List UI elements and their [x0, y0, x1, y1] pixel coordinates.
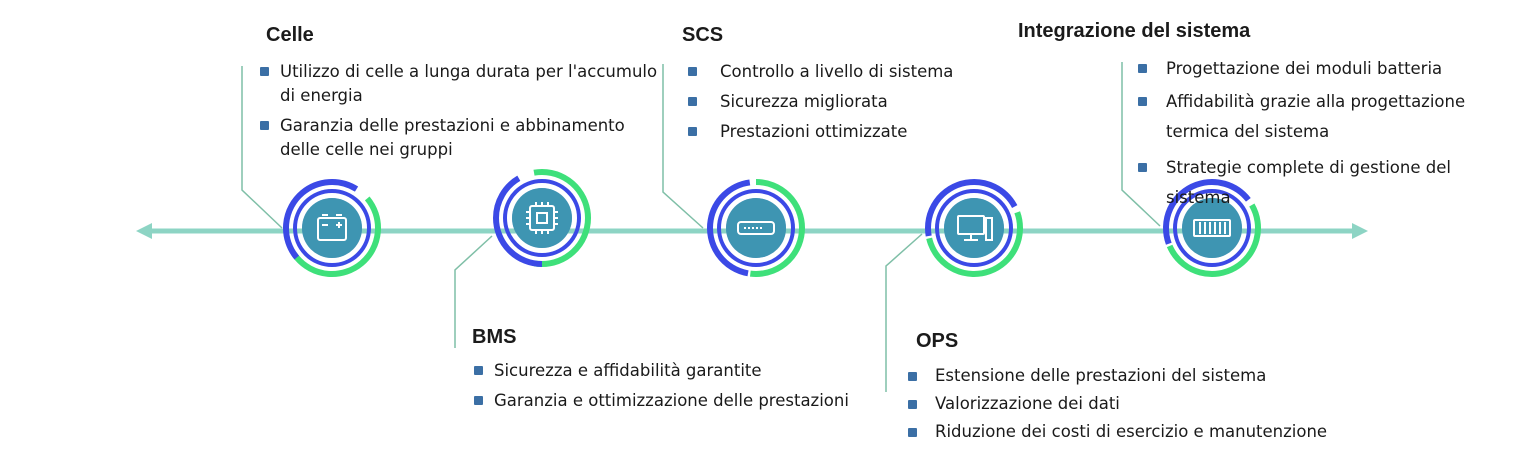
list-item-text: Affidabilità grazie alla progettazione t…: [1166, 92, 1466, 141]
battery-module-icon: [1193, 219, 1231, 237]
bullet-icon: [908, 400, 917, 409]
list-item: Estensione delle prestazioni del sistema: [908, 365, 1376, 387]
stage-title: BMS: [472, 326, 517, 348]
list-item: Affidabilità grazie alla progettazione t…: [1138, 87, 1488, 147]
list-item: Garanzia delle prestazioni e abbinamento…: [260, 114, 660, 162]
list-item-text: Sicurezza migliorata: [720, 92, 888, 111]
list-item: Controllo a livello di sistema: [688, 60, 1012, 84]
timeline-arrow-left: [136, 223, 152, 239]
computer-monitor-icon: [957, 215, 993, 241]
connector-bms: [454, 235, 493, 348]
node-bms: [490, 166, 594, 270]
list-item-text: Estensione delle prestazioni del sistema: [935, 366, 1267, 385]
bullet-icon: [688, 127, 697, 136]
stage-block-ops: OPS Estensione delle prestazioni del sis…: [906, 330, 1376, 443]
list-item-text: Riduzione dei costi di esercizio e manut…: [935, 422, 1328, 441]
bullet-icon: [1138, 64, 1147, 73]
list-item-text: Prestazioni ottimizzate: [720, 122, 908, 141]
list-item: Sicurezza e affidabilità garantite: [474, 359, 890, 383]
bullet-icon: [1138, 97, 1147, 106]
list-item: Prestazioni ottimizzate: [688, 120, 1012, 144]
stage-items: Sicurezza e affidabilità garantite Garan…: [470, 359, 890, 413]
stage-block-scs: SCS Controllo a livello di sistema Sicur…: [682, 24, 1012, 144]
list-item: Valorizzazione dei dati: [908, 393, 1376, 415]
connector-celle: [241, 66, 283, 229]
list-item-text: Progettazione dei moduli batteria: [1166, 59, 1443, 78]
list-item-text: Garanzia delle prestazioni e abbinamento…: [280, 116, 625, 159]
node-ops: [922, 176, 1026, 280]
stage-title: Celle: [266, 24, 314, 46]
list-item: Progettazione dei moduli batteria: [1138, 57, 1488, 81]
bullet-icon: [260, 67, 269, 76]
stage-items: Estensione delle prestazioni del sistema…: [906, 365, 1376, 443]
timeline-arrow-right: [1352, 223, 1368, 239]
bullet-icon: [688, 67, 697, 76]
stage-title: OPS: [916, 330, 959, 352]
stage-block-bms: BMS Sicurezza e affidabilità garantite G…: [470, 326, 890, 413]
battery-cells-icon: [317, 214, 347, 241]
list-item-text: Strategie complete di gestione del siste…: [1166, 158, 1451, 207]
list-item-text: Sicurezza e affidabilità garantite: [494, 361, 762, 380]
chip-icon: [526, 202, 558, 234]
list-item: Riduzione dei costi di esercizio e manut…: [908, 421, 1376, 443]
connector-scs: [662, 64, 704, 229]
list-item: Garanzia e ottimizzazione delle prestazi…: [474, 389, 890, 413]
list-item: Strategie complete di gestione del siste…: [1138, 153, 1488, 213]
stage-title: Integrazione del sistema: [1018, 20, 1251, 42]
stage-items: Progettazione dei moduli batteria Affida…: [1138, 57, 1488, 213]
node-celle: [280, 176, 384, 280]
connector-ops: [885, 233, 923, 392]
list-item-text: Utilizzo di celle a lunga durata per l'a…: [280, 62, 658, 105]
stage-title: SCS: [682, 24, 724, 46]
list-item: Sicurezza migliorata: [688, 90, 1012, 114]
bullet-icon: [474, 396, 483, 405]
bullet-icon: [474, 366, 483, 375]
stage-items: Utilizzo di celle a lunga durata per l'a…: [260, 60, 660, 162]
list-item: Utilizzo di celle a lunga durata per l'a…: [260, 60, 660, 108]
node-integrazione: [1160, 176, 1264, 280]
bullet-icon: [688, 97, 697, 106]
connector-integrazione: [1121, 62, 1161, 227]
stage-items: Controllo a livello di sistema Sicurezza…: [682, 60, 1012, 144]
stage-block-integrazione: Integrazione del sistema Progettazione d…: [1016, 20, 1496, 213]
bullet-icon: [908, 428, 917, 437]
node-scs: [704, 176, 808, 280]
bullet-icon: [1138, 163, 1147, 172]
stage-block-celle: Celle Utilizzo di celle a lunga durata p…: [260, 24, 660, 162]
list-item-text: Controllo a livello di sistema: [720, 62, 954, 81]
list-item-text: Garanzia e ottimizzazione delle prestazi…: [494, 391, 849, 410]
bullet-icon: [260, 121, 269, 130]
controller-device-icon: [737, 221, 775, 235]
list-item-text: Valorizzazione dei dati: [935, 394, 1120, 413]
bullet-icon: [908, 372, 917, 381]
